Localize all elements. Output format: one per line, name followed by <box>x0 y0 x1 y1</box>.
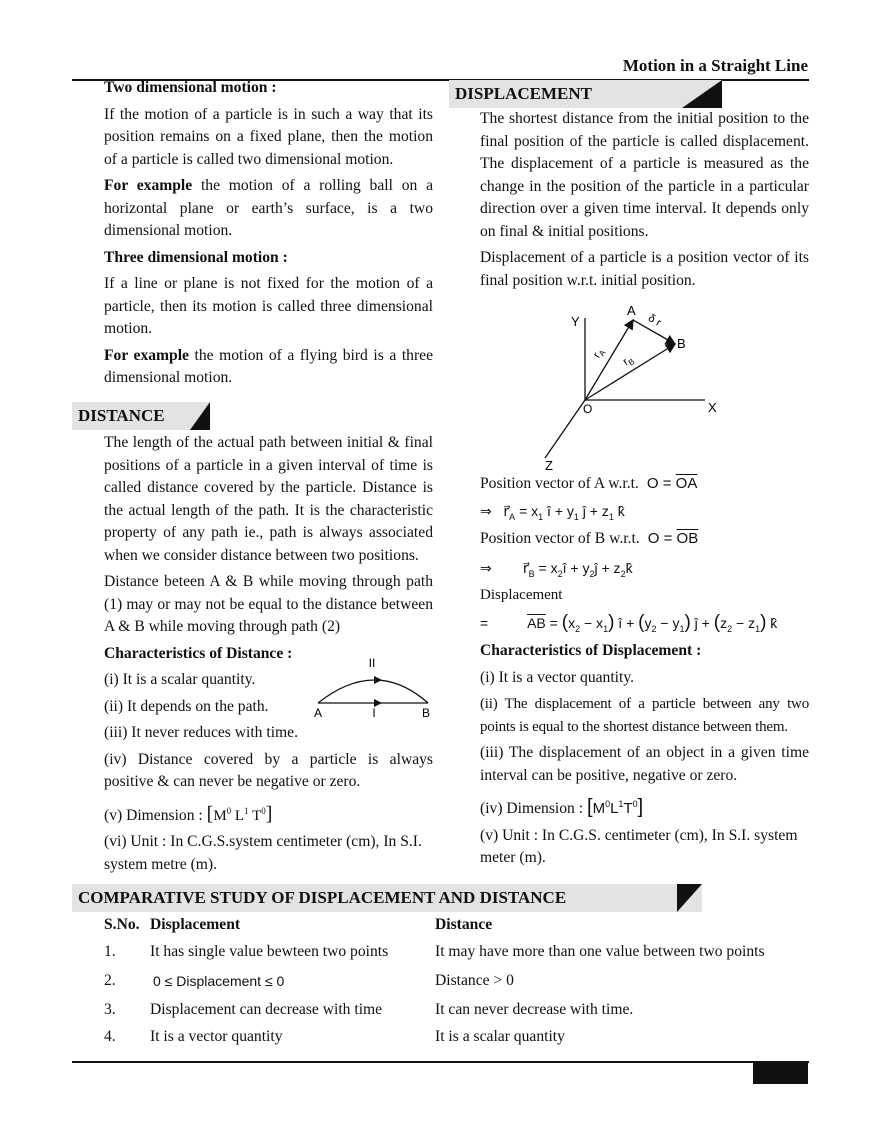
displacement-dimension: (iv) Dimension : [M0L1T0] <box>480 793 809 821</box>
distance-para-1: The length of the actual path between in… <box>104 434 433 564</box>
label-a: A <box>627 303 636 318</box>
left-column: Two dimensional motion : If the motion o… <box>104 77 433 390</box>
pos-b-label: Position vector of B w.r.t. <box>480 530 640 547</box>
header-rule <box>72 79 809 81</box>
distance-unit: (vi) Unit : In C.G.S.system centimeter (… <box>104 833 422 873</box>
position-vector-diagram: Y X Z O A B rA rB δ r <box>544 303 717 473</box>
dimension-label: (iv) Dimension : <box>480 800 584 817</box>
col-header-displacement: Displacement <box>150 916 241 933</box>
footer-rule <box>72 1061 809 1063</box>
path-diagram: II I A B <box>314 656 430 720</box>
z-axis <box>544 399 586 459</box>
distance-characteristics-heading: Characteristics of Distance : <box>104 644 293 662</box>
displacement-item-2: (ii) The displacement of a particle betw… <box>480 696 809 735</box>
distance-dimension: (v) Dimension : [M0 L1 T0] <box>104 800 433 828</box>
table-cell: It has single value bewteen two points <box>150 943 389 960</box>
example-label: For example <box>104 346 189 364</box>
displacement-characteristics-heading: Characteristics of Displacement : <box>480 642 702 659</box>
table-cell: It may have more than one value between … <box>435 943 765 960</box>
displacement-section-title: DISPLACEMENT <box>455 84 592 103</box>
pos-b-line: Position vector of B w.r.t. O = OB <box>480 528 810 551</box>
running-title: Motion in a Straight Line <box>622 56 808 75</box>
table-cell: Distance > 0 <box>435 972 514 989</box>
distance-section-title: DISTANCE <box>78 406 165 425</box>
footer-page-tab <box>753 1062 808 1084</box>
curved-path <box>317 679 429 704</box>
rb-equation: ⇒ r⃗B = x2î + y2ĵ + z2k̂ <box>480 560 633 579</box>
example-text: the motion of a flying bird is a three d… <box>104 346 433 387</box>
table-cell: 3. <box>104 1001 116 1018</box>
label-path-1: I <box>372 706 375 720</box>
implies-symbol: ⇒ <box>480 561 492 577</box>
displacement-label: Displacement <box>480 587 563 603</box>
displacement-item-3: (iii) The displacement of an object in a… <box>480 744 809 784</box>
dimension-formula: [M0L1T0] <box>587 796 644 818</box>
three-dim-text: If a line or plane is not fixed for the … <box>104 275 433 337</box>
implies-symbol: ⇒ <box>480 504 492 520</box>
displacement-characteristics: Characteristics of Displacement : (i) It… <box>480 640 809 870</box>
label-x: X <box>708 400 717 415</box>
label-b: B <box>677 336 686 351</box>
distance-item-4: (iv) Distance covered by a particle is a… <box>104 750 433 791</box>
three-dim-heading: Three dimensional motion : <box>104 248 288 266</box>
displacement-para-2: Displacement of a particle is a position… <box>480 249 809 289</box>
table-cell: It can never decrease with time. <box>435 1001 634 1018</box>
distance-item-1: (i) It is a scalar quantity. <box>104 671 256 688</box>
label-ra: rA <box>591 346 608 361</box>
band-corner-mark <box>572 884 702 912</box>
vector-ra <box>584 318 634 401</box>
example-text: the motion of a rolling ball on a horizo… <box>104 177 433 239</box>
vector-rb <box>584 343 677 401</box>
distance-para-2: Distance beteen A & B while moving throu… <box>104 573 433 635</box>
band-corner-mark <box>190 402 210 430</box>
table-cell: 1. <box>104 943 116 960</box>
equals-symbol: = <box>480 615 489 631</box>
table-cell: Displacement can decrease with time <box>150 1001 383 1018</box>
table-cell: 2. <box>104 972 116 989</box>
dimension-formula: [M0 L1 T0] <box>206 802 273 825</box>
label-delta-r: δ r <box>646 312 663 329</box>
comparison-section-band: COMPARATIVE STUDY OF DISPLACEMENT AND DI… <box>72 884 702 912</box>
example-label: For example <box>104 177 193 194</box>
band-corner-mark <box>682 80 722 108</box>
vector-delta-r <box>632 319 677 345</box>
pos-a-formula: O = OA <box>642 475 698 492</box>
two-dim-example: For example the motion of a rolling ball… <box>104 175 433 243</box>
dimension-label: (v) Dimension : <box>104 806 203 824</box>
pos-a-line: Position vector of A w.r.t. O = OA <box>480 473 810 496</box>
label-point-b: B <box>422 706 430 720</box>
distance-section-band: DISTANCE <box>72 402 210 430</box>
displacement-unit: (v) Unit : In C.G.S. centimeter (cm), In… <box>480 826 798 867</box>
two-dim-text: If the motion of a particle is in such a… <box>104 105 433 168</box>
two-dim-heading: Two dimensional motion : <box>104 79 277 96</box>
col-header-sno: S.No. <box>104 916 140 933</box>
table-cell: It is a scalar quantity <box>435 1028 565 1045</box>
distance-item-2: (ii) It depends on the path. <box>104 697 269 715</box>
displacement-item-1: (i) It is a vector quantity. <box>480 668 635 686</box>
displacement-para-1: The shortest distance from the initial p… <box>480 110 809 240</box>
table-cell: 4. <box>104 1028 116 1045</box>
label-path-2: II <box>369 656 376 670</box>
ra-equation: ⇒ r⃗A = x1 î + y1 ĵ + z1 k̂ <box>480 503 625 522</box>
label-rb: rB <box>621 353 636 370</box>
table-cell: 0 ≤ Displacement ≤ 0 <box>153 973 285 989</box>
label-origin: O <box>583 402 592 416</box>
col-header-distance: Distance <box>435 916 493 933</box>
label-point-a: A <box>314 706 322 720</box>
pos-b-formula: O = OB <box>643 530 699 547</box>
distance-item-3: (iii) It never reduces with time. <box>104 724 298 741</box>
comparison-section-title: COMPARATIVE STUDY OF DISPLACEMENT AND DI… <box>78 888 567 907</box>
pos-a-label: Position vector of A w.r.t. <box>480 475 639 492</box>
three-dim-example: For example the motion of a flying bird … <box>104 345 433 390</box>
table-cell: It is a vector quantity <box>150 1028 283 1045</box>
displacement-section-band: DISPLACEMENT <box>449 80 722 108</box>
ab-equation: = AB = (x2 − x1) î + (y2 − y1) ĵ + (z2 −… <box>480 612 778 634</box>
label-y: Y <box>571 314 580 329</box>
label-z: Z <box>545 458 553 473</box>
distance-body: The length of the actual path between in… <box>104 432 433 876</box>
displacement-body: The shortest distance from the initial p… <box>480 108 809 292</box>
